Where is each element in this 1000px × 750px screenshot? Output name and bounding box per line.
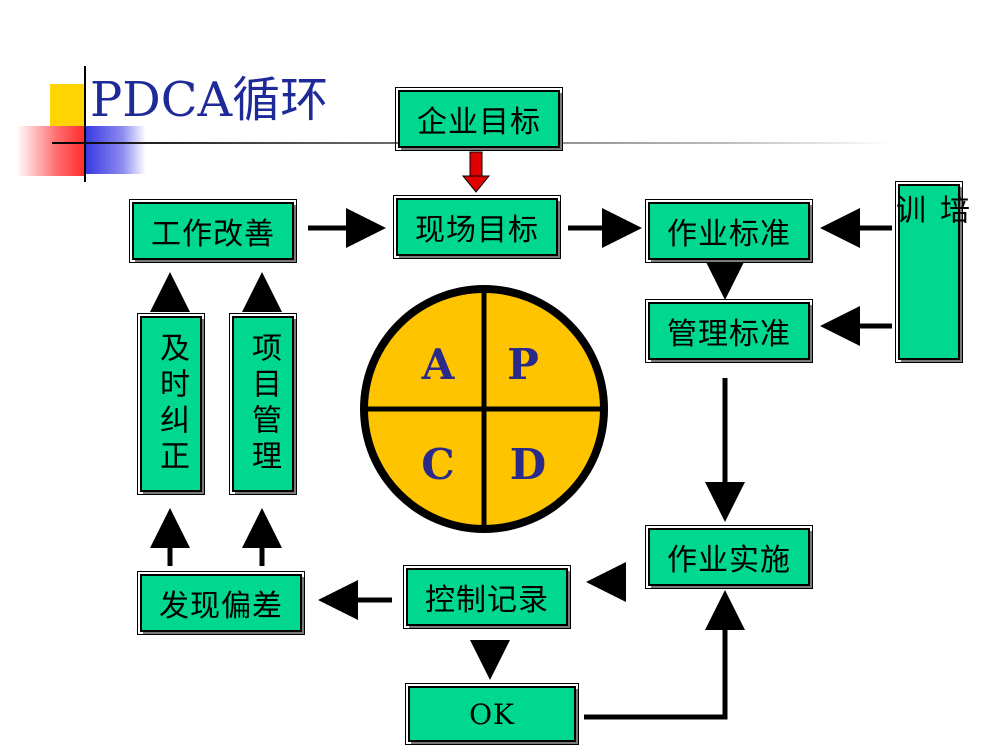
box-manage-standard: 管理标准: [645, 299, 813, 363]
title-deco-vline: [84, 66, 86, 182]
pdca-p: P: [507, 340, 539, 389]
pdca-d: D: [509, 440, 547, 489]
pdca-a: A: [421, 340, 455, 389]
page-title: PDCA循环: [90, 72, 329, 128]
box-work-standard: 作业标准: [645, 199, 813, 263]
box-control-record: 控制记录: [403, 565, 571, 629]
box-training: 培训: [890, 181, 969, 363]
pdca-c: C: [421, 440, 455, 489]
arrow-ok-to-implement: [584, 590, 745, 720]
title-deco-red: [16, 126, 86, 176]
title-deco-yellow: [50, 84, 84, 132]
box-find-deviation: 发现偏差: [137, 571, 305, 635]
box-project-manage: 项目管理: [229, 313, 297, 495]
box-enterprise-goal: 企业目标: [395, 87, 563, 151]
title-deco-blue: [86, 126, 146, 174]
box-work-implement: 作业实施: [645, 525, 813, 589]
box-site-goal: 现场目标: [393, 195, 561, 259]
box-work-improve: 工作改善: [129, 199, 297, 263]
pdca-circle: [360, 285, 608, 533]
box-ok: OK: [405, 683, 579, 745]
arrow-enterprise-to-site: [461, 151, 491, 193]
box-timely-correct: 及时纠正: [137, 313, 205, 495]
